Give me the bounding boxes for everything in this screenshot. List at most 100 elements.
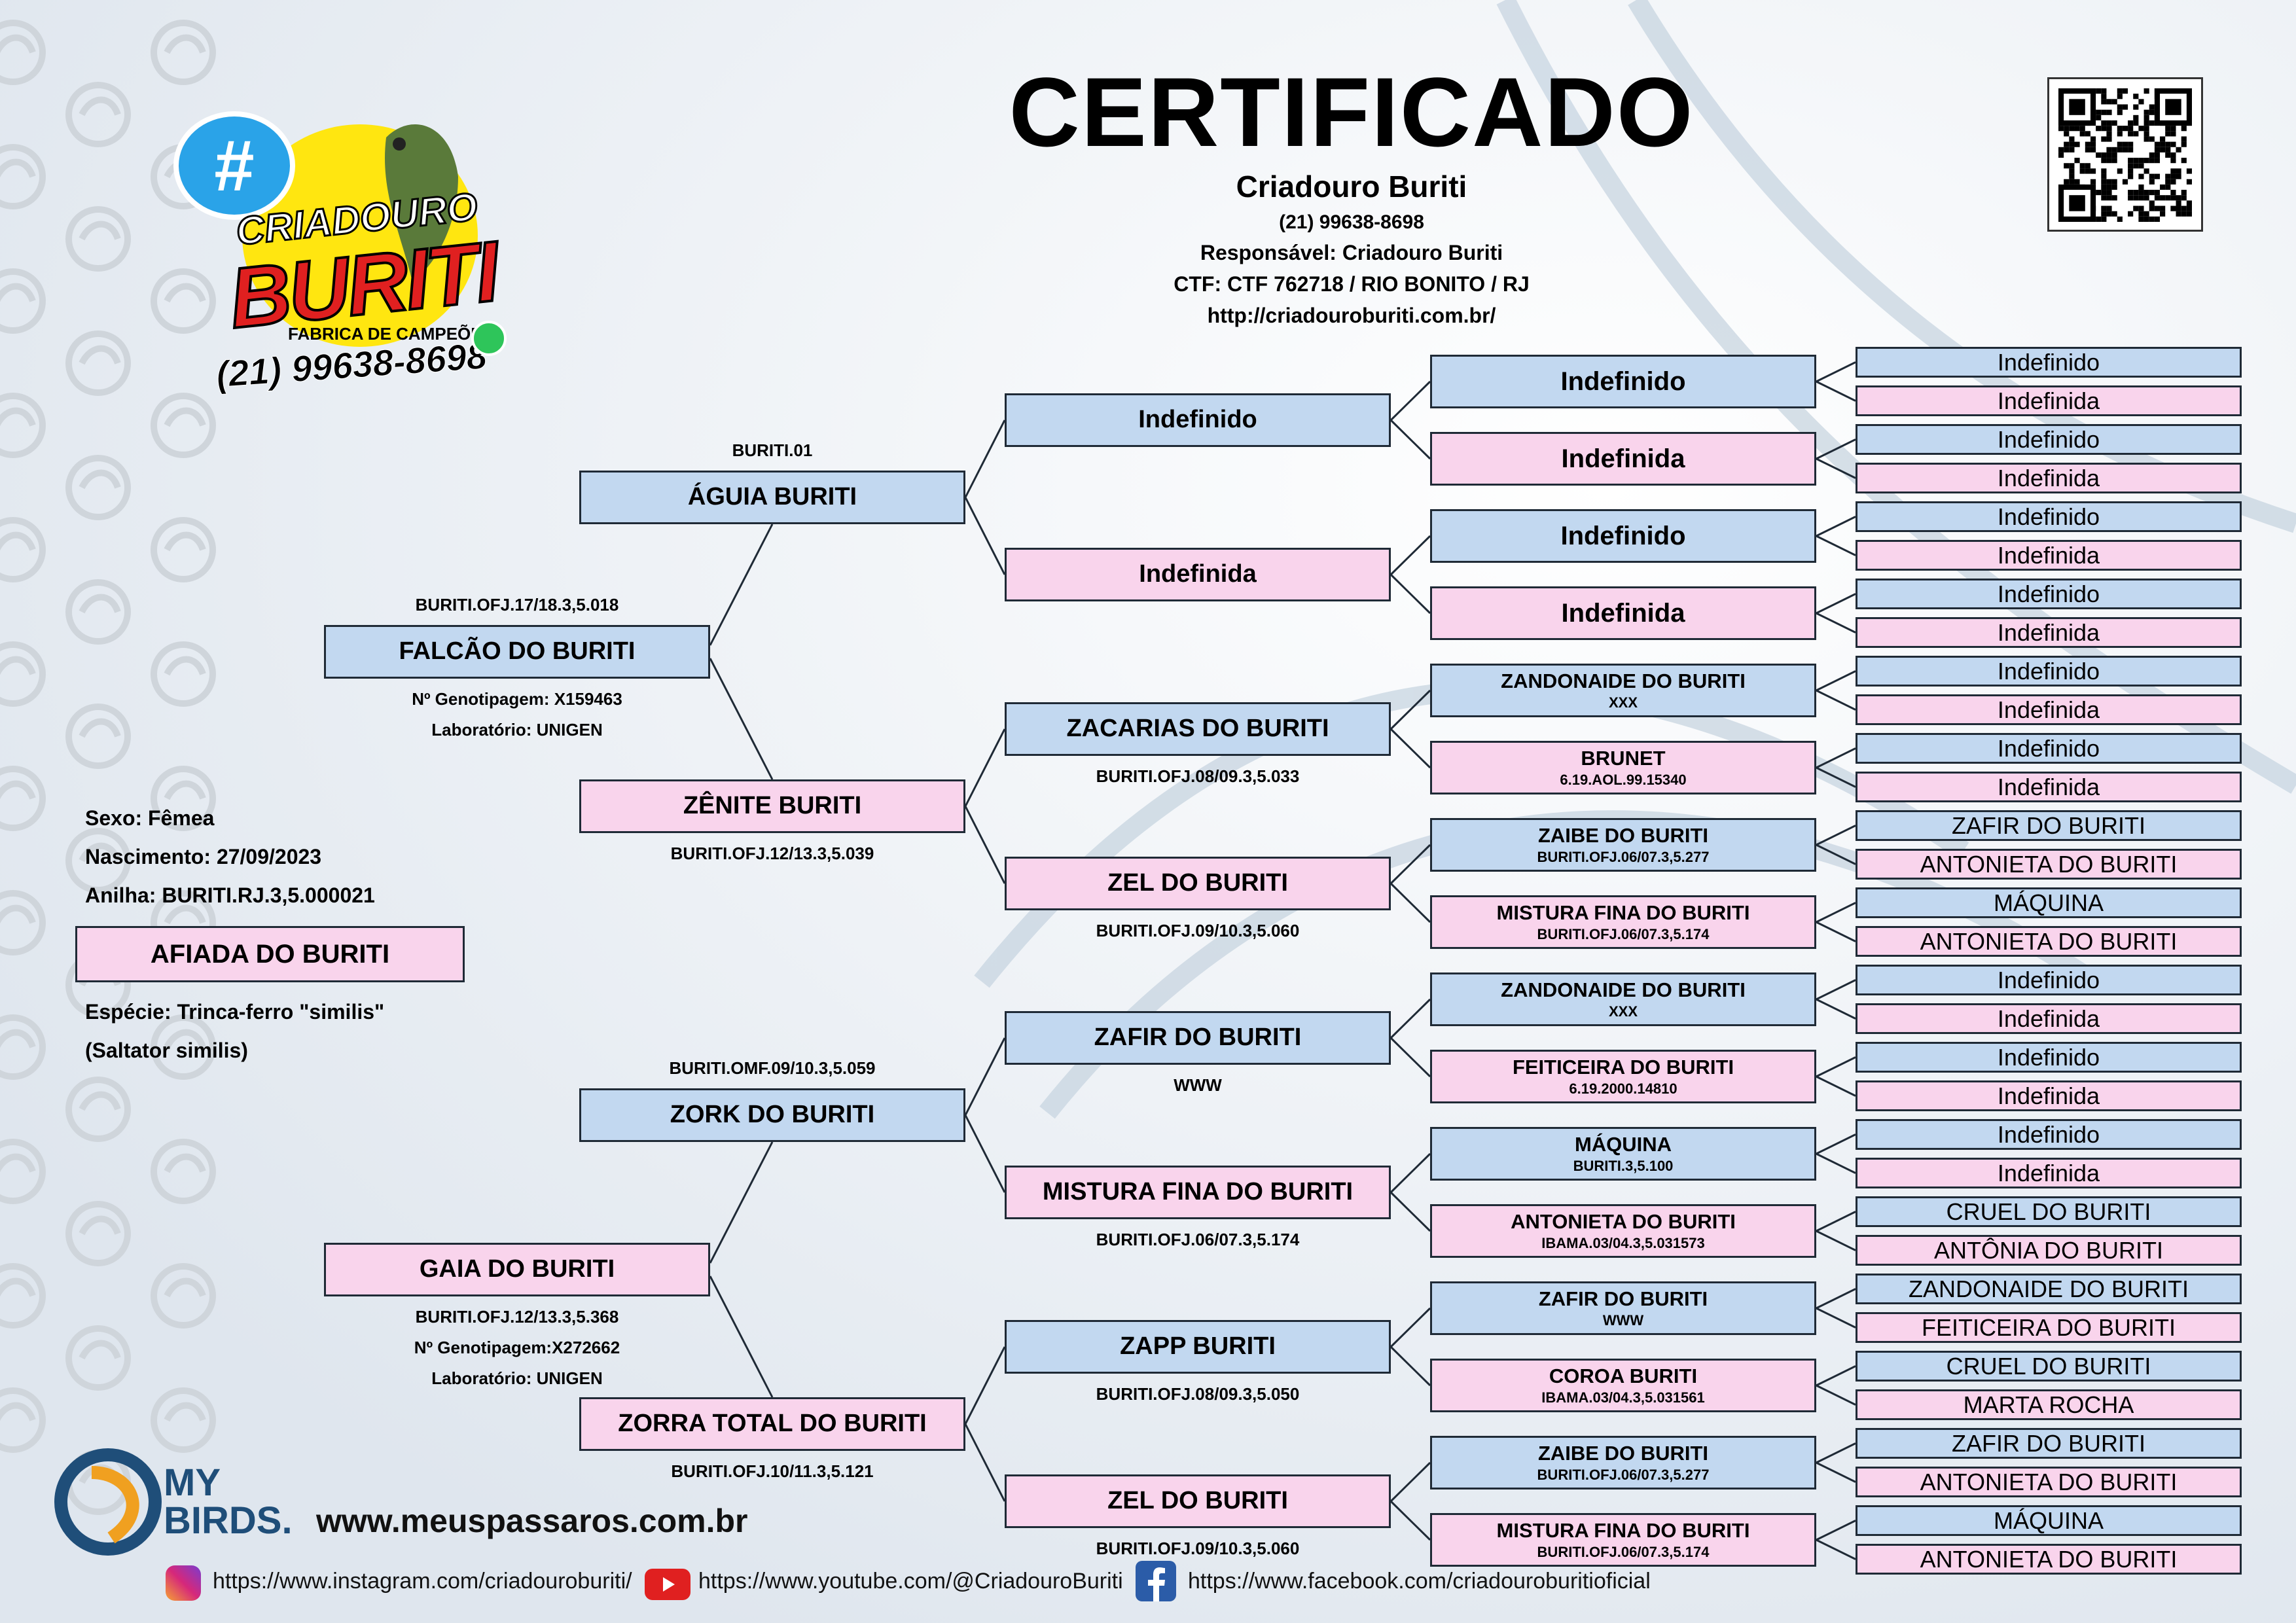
- gen4-ancestor-code: IBAMA.03/04.3,5.031573: [1541, 1234, 1705, 1251]
- father-box: FALCÃO DO BURITI: [324, 625, 710, 679]
- grandparent-label: ZORRA TOTAL DO BURITI: [618, 1410, 927, 1438]
- gen4-ancestor: Indefinida: [1430, 432, 1816, 486]
- youtube-icon[interactable]: [645, 1569, 691, 1600]
- gen5-ancestor-label: ZAFIR DO BURITI: [1952, 812, 2145, 839]
- mother-box-label: GAIA DO BURITI: [419, 1255, 615, 1283]
- gen4-ancestor-label: ZAIBE DO BURITI: [1537, 1441, 1709, 1465]
- gen5-ancestor: Indefinido: [1856, 347, 2242, 378]
- qr-code[interactable]: [2047, 77, 2203, 232]
- facebook-icon[interactable]: [1136, 1561, 1176, 1601]
- gen5-ancestor: Indefinido: [1856, 656, 2242, 687]
- gen5-ancestor-label: Indefinida: [1997, 1159, 2100, 1186]
- gen5-ancestor-label: Indefinida: [1997, 387, 2100, 414]
- bird-scientific-name: (Saltator similis): [85, 1039, 248, 1062]
- gen5-ancestor: Indefinido: [1856, 1119, 2242, 1150]
- mother-genotyping: Nº Genotipagem:X272662: [414, 1338, 620, 1357]
- logo-line-fabrica: FABRICA DE CAMPEÕES: [288, 324, 493, 344]
- gen4-ancestor-code: BURITI.OFJ.06/07.3,5.174: [1537, 925, 1710, 942]
- gen5-ancestor-label: CRUEL DO BURITI: [1946, 1198, 2151, 1225]
- gen5-ancestor: Indefinida: [1856, 1158, 2242, 1188]
- gen5-ancestor-label: Indefinida: [1997, 696, 2100, 723]
- gen5-ancestor: ZAFIR DO BURITI: [1856, 1428, 2242, 1459]
- mybirds-brand-bottom: BIRDS.: [164, 1499, 293, 1542]
- gen3-ancestor: Indefinido: [1005, 393, 1391, 447]
- gen4-ancestor-code: 6.19.AOL.99.15340: [1560, 771, 1687, 788]
- breeder-responsible: Responsável: Criadouro Buriti: [1200, 241, 1503, 264]
- bird-species: Espécie: Trinca-ferro "similis": [85, 1000, 385, 1024]
- gen3-ring: BURITI.OFJ.08/09.3,5.050: [1096, 1384, 1300, 1404]
- gen5-ancestor: FEITICEIRA DO BURITI: [1856, 1312, 2242, 1343]
- footer-facebook[interactable]: https://www.facebook.com/criadouroburiti…: [1188, 1569, 1651, 1594]
- gen4-ancestor-label: Indefinida: [1561, 599, 1685, 628]
- gen4-ancestor-label: ZAFIR DO BURITI: [1538, 1287, 1708, 1310]
- gen5-ancestor: ANTONIETA DO BURITI: [1856, 1544, 2242, 1575]
- gen5-ancestor: ANTONIETA DO BURITI: [1856, 926, 2242, 957]
- bird-sex: Sexo: Fêmea: [85, 806, 215, 830]
- gen5-ancestor-label: Indefinido: [1997, 657, 2100, 685]
- grandparent: ZÊNITE BURITI: [579, 779, 965, 833]
- mybirds-brand-top: MY: [164, 1461, 221, 1504]
- gen4-ancestor-code: BURITI.OFJ.06/07.3,5.277: [1537, 848, 1710, 865]
- gen5-ancestor-label: Indefinida: [1997, 1005, 2100, 1032]
- gen5-ancestor: Indefinido: [1856, 733, 2242, 764]
- gen5-ancestor-label: Indefinido: [1997, 966, 2100, 993]
- instagram-icon[interactable]: [166, 1565, 201, 1601]
- gen4-ancestor-label: Indefinido: [1560, 367, 1686, 396]
- bird-name: AFIADA DO BURITI: [150, 940, 390, 969]
- grandparent-ring: BURITI.OFJ.10/11.3,5.121: [671, 1461, 874, 1481]
- mother-box: GAIA DO BURITI: [324, 1243, 710, 1296]
- gen3-ring: BURITI.OFJ.09/10.3,5.060: [1096, 921, 1300, 940]
- gen5-ancestor: ANTÔNIA DO BURITI: [1856, 1235, 2242, 1266]
- gen3-ancestor-label: Indefinida: [1139, 560, 1257, 588]
- breeder-phone: (21) 99638-8698: [1279, 211, 1424, 233]
- breeder-ctf: CTF: CTF 762718 / RIO BONITO / RJ: [1174, 272, 1530, 296]
- footer-instagram[interactable]: https://www.instagram.com/criadouroburit…: [213, 1569, 632, 1594]
- gen5-ancestor: Indefinido: [1856, 965, 2242, 995]
- mother-ring: BURITI.OFJ.12/13.3,5.368: [415, 1307, 619, 1327]
- gen5-ancestor-label: Indefinido: [1997, 348, 2100, 376]
- gen3-ancestor-label: ZAFIR DO BURITI: [1094, 1024, 1302, 1052]
- logo-hash-bubble: #: [173, 111, 295, 220]
- gen5-ancestor-label: CRUEL DO BURITI: [1946, 1352, 2151, 1380]
- gen4-ancestor-code: WWW: [1602, 1311, 1644, 1329]
- gen5-ancestor-label: MARTA ROCHA: [1963, 1391, 2134, 1418]
- gen4-ancestor-label: ZANDONAIDE DO BURITI: [1501, 669, 1746, 692]
- gen4-ancestor-code: BURITI.OFJ.06/07.3,5.174: [1537, 1543, 1710, 1560]
- gen5-ancestor-label: FEITICEIRA DO BURITI: [1921, 1313, 2176, 1341]
- gen5-ancestor: Indefinida: [1856, 1003, 2242, 1034]
- gen5-ancestor: MARTA ROCHA: [1856, 1389, 2242, 1420]
- gen4-ancestor-code: BURITI.3,5.100: [1573, 1157, 1674, 1174]
- logo-bird-icon: [360, 98, 465, 281]
- gen4-ancestor-label: MISTURA FINA DO BURITI: [1496, 901, 1750, 924]
- gen5-ancestor-label: ZANDONAIDE DO BURITI: [1908, 1275, 2189, 1302]
- father-genotyping: Nº Genotipagem: X159463: [412, 689, 622, 709]
- mother-lab: Laboratório: UNIGEN: [431, 1368, 603, 1388]
- gen4-ancestor-label: FEITICEIRA DO BURITI: [1512, 1055, 1734, 1079]
- gen4-ancestor: Indefinido: [1430, 509, 1816, 563]
- gen5-ancestor: Indefinido: [1856, 424, 2242, 455]
- footer-site[interactable]: www.meuspassaros.com.br: [316, 1503, 748, 1539]
- gen3-ancestor: ZEL DO BURITI: [1005, 857, 1391, 910]
- footer-youtube[interactable]: https://www.youtube.com/@CriadouroBuriti: [698, 1569, 1123, 1594]
- grandparent: ZORK DO BURITI: [579, 1088, 965, 1142]
- whatsapp-icon: [471, 321, 507, 356]
- gen5-ancestor-label: ZAFIR DO BURITI: [1952, 1429, 2145, 1457]
- gen5-ancestor: ZANDONAIDE DO BURITI: [1856, 1274, 2242, 1304]
- gen4-ancestor-label: ZAIBE DO BURITI: [1537, 823, 1709, 847]
- gen5-ancestor-label: Indefinida: [1997, 773, 2100, 800]
- gen5-ancestor-label: Indefinido: [1997, 425, 2100, 453]
- gen5-ancestor-label: Indefinido: [1997, 580, 2100, 607]
- father-ring: BURITI.OFJ.17/18.3,5.018: [415, 595, 619, 615]
- breeder-website[interactable]: http://criadouroburiti.com.br/: [1207, 304, 1496, 327]
- gen5-ancestor-label: MÁQUINA: [1993, 1507, 2104, 1534]
- breeder-name: Criadouro Buriti: [1236, 169, 1467, 204]
- gen5-ancestor: Indefinida: [1856, 463, 2242, 493]
- gen4-ancestor-label: COROA BURITI: [1549, 1364, 1698, 1387]
- grandparent-ring: BURITI.OFJ.12/13.3,5.039: [670, 844, 874, 863]
